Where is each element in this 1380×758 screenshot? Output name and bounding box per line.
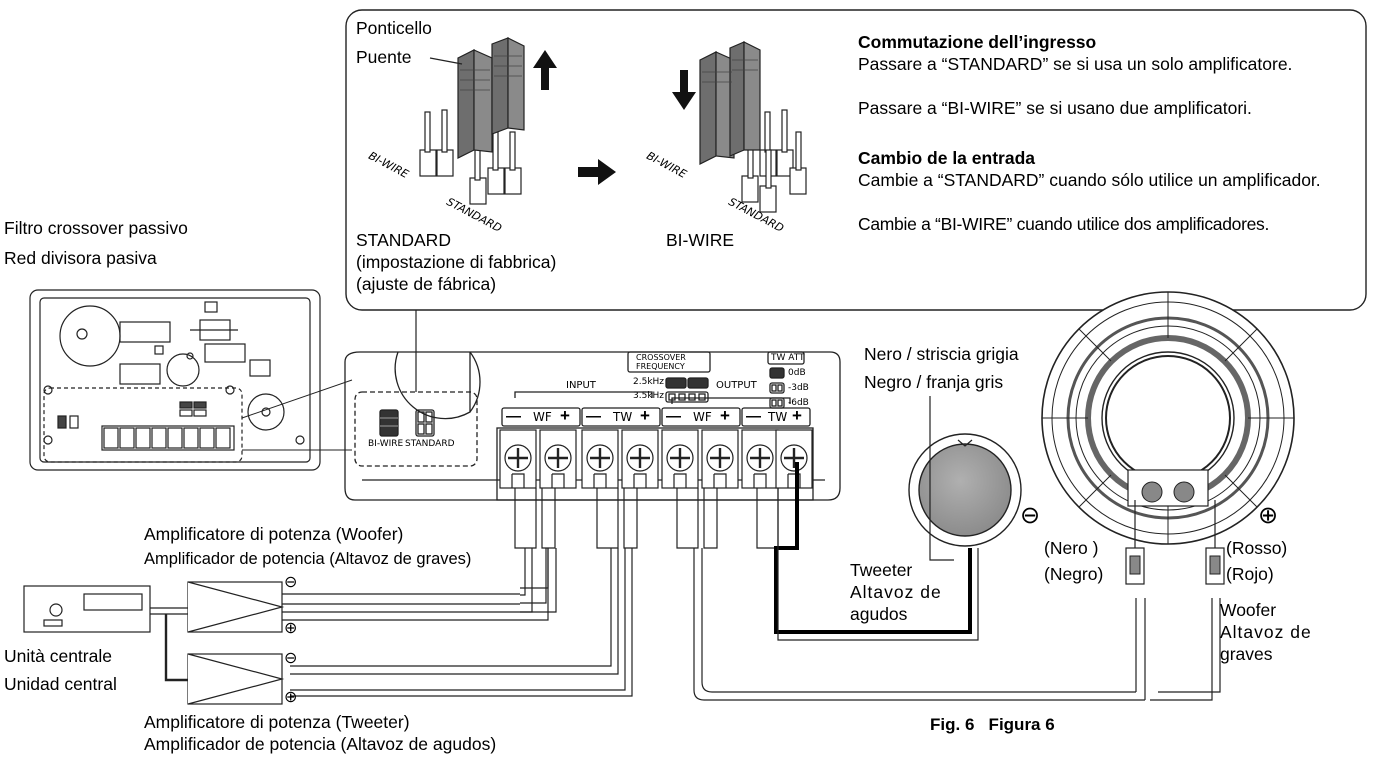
tweeter-wire-label-it: Nero / striscia grigia: [864, 344, 1019, 364]
es-line-1: Cambie a “STANDARD” cuando sólo utilice …: [858, 170, 1321, 190]
biwire-jumper-illustration: [699, 41, 807, 213]
woofer-minus-label-it: (Nero ): [1044, 538, 1099, 558]
figure-caption: Fig. 6 Figura 6: [930, 715, 1055, 734]
woofer-amp-label-es: Amplificador de potencia (Altavoz de gra…: [144, 550, 472, 568]
arrow-up-icon: [533, 50, 557, 90]
woofer-amplifier-illustration: [187, 581, 285, 633]
terminal-3-label: WF: [693, 410, 712, 424]
crossover-frequency-line1: CROSSOVER: [636, 353, 686, 362]
selector-label-standard: STANDARD: [405, 439, 455, 449]
it-line-1: Passare a “STANDARD” se si usa un solo a…: [858, 54, 1293, 74]
woofer-minus-symbol: ⊖: [1020, 502, 1041, 529]
tweeter-wire: [774, 462, 972, 634]
callout-box: [345, 9, 1367, 311]
biwire-title: BI-WIRE: [666, 230, 735, 250]
woofer-plus-label-es: (Rojo): [1226, 564, 1274, 584]
woofer-minus-label-es: (Negro): [1044, 564, 1104, 584]
standard-note-it: (impostazione di fabbrica): [356, 252, 557, 272]
woofer-label-line2: Altavoz de: [1220, 622, 1312, 642]
tweeter-amplifier-illustration: [187, 653, 285, 705]
it-line-2: Passare a “BI-WIRE” se si usano due ampl…: [858, 98, 1252, 118]
tweeter-amp-minus: ⊖: [284, 650, 298, 667]
terminal-1-plus: +: [560, 406, 570, 425]
it-heading: Commutazione dell’ingresso: [858, 32, 1097, 52]
woofer-amp-label-it: Amplificatore di potenza (Woofer): [144, 524, 404, 544]
terminal-3-plus: +: [720, 406, 730, 425]
zoom-lines: [241, 379, 353, 451]
crossover-label-es: Red divisora pasiva: [4, 248, 157, 268]
terminal-4-plus: +: [792, 406, 802, 425]
woofer-amp-plus: ⊕: [284, 620, 298, 637]
woofer-amp-minus: ⊖: [284, 574, 298, 591]
jumper-label-es: Puente: [356, 47, 412, 67]
input-label: INPUT: [566, 380, 596, 391]
terminal-1-label: WF: [533, 410, 552, 424]
tweeter-amp-plus: ⊕: [284, 689, 298, 706]
freq-label-2-5: 2.5kHz: [633, 377, 665, 387]
tweeter-label-line3: agudos: [850, 604, 908, 624]
tweeter-label-line1: Tweeter: [850, 560, 913, 580]
tweeter-label-line2: Altavoz de: [850, 582, 942, 602]
tw-att-label: TW ATT: [771, 353, 805, 363]
head-unit-label-it: Unità centrale: [4, 646, 112, 666]
tweeter-wire-label-es: Negro / franja gris: [864, 372, 1004, 392]
es-heading: Cambio de la entrada: [858, 148, 1035, 168]
terminal-2-plus: +: [640, 406, 650, 425]
terminal-4-minus: —: [746, 408, 761, 425]
standard-jumper-illustration: [419, 37, 525, 205]
wires: [150, 488, 1221, 701]
woofer-label-line3: graves: [1220, 644, 1273, 664]
tweeter-amp-label-it: Amplificatore di potenza (Tweeter): [144, 712, 410, 732]
crossover-frequency-line2: FREQUENCY: [636, 362, 685, 371]
crossover-label-it: Filtro crossover passivo: [4, 218, 188, 238]
terminal-2-label: TW: [613, 410, 633, 424]
terminal-3-minus: —: [666, 408, 681, 425]
woofer-plus-symbol: ⊕: [1258, 502, 1279, 529]
tweeter-amp-label-es: Amplificador de potencia (Altavoz de agu…: [144, 734, 497, 754]
screw-terminals: [499, 429, 813, 489]
att-3db: -3dB: [788, 383, 809, 393]
arrow-down-icon: [672, 70, 696, 110]
woofer-illustration: [1041, 291, 1295, 585]
terminal-4-label: TW: [768, 410, 788, 424]
woofer-label-line1: Woofer: [1220, 600, 1277, 620]
standard-note-es: (ajuste de fábrica): [356, 274, 497, 294]
selector-label-biwire: BI-WIRE: [368, 439, 404, 449]
standard-title: STANDARD: [356, 230, 451, 250]
woofer-plus-label-it: (Rosso): [1226, 538, 1288, 558]
tweeter-illustration: [908, 396, 1022, 561]
terminal-2-minus: —: [586, 408, 601, 425]
att-6db: -6dB: [788, 398, 809, 408]
head-unit-label-es: Unidad central: [4, 674, 117, 694]
arrow-right-icon: [578, 159, 616, 185]
terminal-1-minus: —: [506, 408, 521, 425]
att-0db: 0dB: [788, 368, 806, 378]
crossover-board-overview: [29, 289, 321, 471]
head-unit-illustration: [23, 585, 151, 633]
freq-label-3-5: 3.5kHz: [633, 391, 665, 401]
es-line-2: Cambie a “BI-WIRE” cuando utilice dos am…: [858, 214, 1270, 234]
jumper-label-it: Ponticello: [356, 18, 432, 38]
output-label: OUTPUT: [716, 380, 757, 391]
